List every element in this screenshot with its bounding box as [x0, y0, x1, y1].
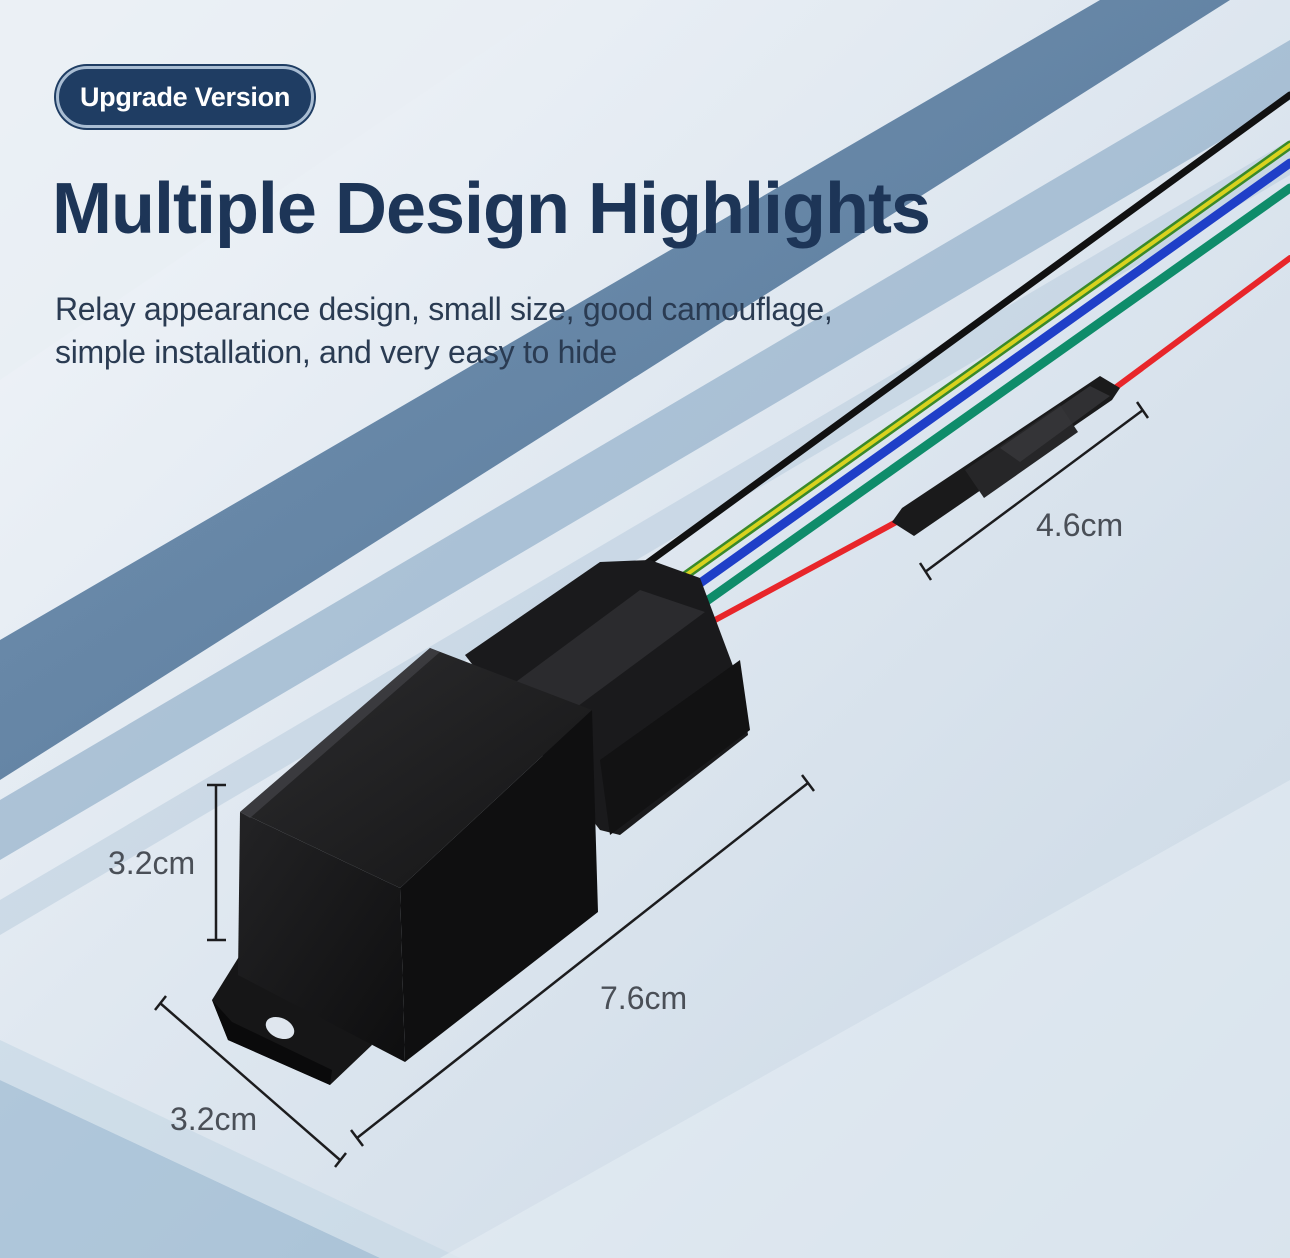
- wire-blue: [677, 158, 1290, 601]
- subtitle-line-1: Relay appearance design, small size, goo…: [55, 291, 833, 327]
- depth-label: 3.2cm: [170, 1101, 258, 1137]
- upgrade-version-badge: Upgrade Version: [56, 66, 314, 128]
- height-label: 3.2cm: [108, 845, 196, 881]
- badge-label: Upgrade Version: [79, 81, 291, 112]
- mounting-hole: [265, 1016, 295, 1040]
- length-label: 7.6cm: [600, 980, 688, 1016]
- page-title: Multiple Design Highlights: [52, 169, 931, 249]
- wire-green: [689, 183, 1290, 615]
- dimension-lines: [154, 401, 1150, 1168]
- subtitle-line-2: simple installation, and very easy to hi…: [55, 334, 617, 370]
- relay-connector: [465, 560, 750, 835]
- subtitle: Relay appearance design, small size, goo…: [55, 288, 955, 374]
- glass-band: [0, 0, 1230, 780]
- fuse-holder-length-label: 4.6cm: [1036, 507, 1124, 543]
- wire-bundle: [616, 91, 1290, 629]
- wire-black: [616, 91, 1290, 587]
- fuse-holder: [892, 376, 1120, 536]
- wire-red: [701, 517, 903, 629]
- relay-body: [212, 648, 598, 1085]
